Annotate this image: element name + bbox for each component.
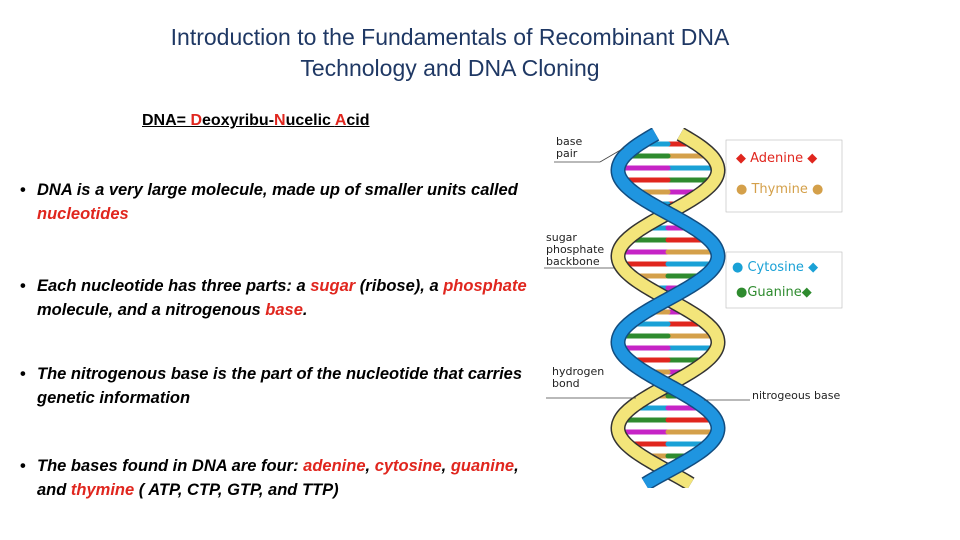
- legend-guanine: ●Guanine◆: [736, 285, 812, 300]
- bullet-four-bases: • The bases found in DNA are four: adeni…: [20, 454, 540, 502]
- label-sugar-phosphate-backbone: sugar phosphate backbone: [546, 231, 605, 268]
- letter-a: A: [334, 112, 347, 129]
- term-base: base: [265, 301, 303, 319]
- dna-double-helix-diagram: base pair sugar phosphate backbone hydro…: [540, 128, 860, 488]
- bullet-three-parts: • Each nucleotide has three parts: a sug…: [20, 274, 540, 322]
- page-title: Introduction to the Fundamentals of Reco…: [100, 22, 800, 84]
- definition-prefix: DNA=: [142, 112, 191, 129]
- bullet-dot: •: [20, 365, 26, 383]
- bullet-dot: •: [20, 181, 26, 199]
- legend-cytosine: ● Cytosine ◆: [732, 260, 819, 275]
- bullet-dot: •: [20, 457, 26, 475]
- term-cytosine: cytosine: [374, 457, 442, 475]
- legend-box-bottom: [725, 251, 843, 309]
- term-guanine: guanine: [450, 457, 515, 475]
- legend-thymine: ● Thymine ●: [736, 182, 824, 197]
- term-phosphate: phosphate: [443, 277, 527, 295]
- letter-d: D: [190, 112, 203, 129]
- helix-strands: [610, 128, 726, 488]
- legend-adenine: ◆ Adenine ◆: [736, 151, 818, 166]
- legend-box-top: [725, 139, 843, 213]
- label-nitrogenous-base: nitrogeous base: [752, 389, 841, 402]
- term-adenine: adenine: [303, 457, 366, 475]
- definition-part-1: eoxyribu-: [202, 112, 275, 129]
- letter-n: N: [274, 112, 286, 129]
- label-hydrogen-bond: hydrogen bond: [552, 365, 605, 390]
- bullet-dot: •: [20, 277, 26, 295]
- definition-part-3: cid: [346, 112, 370, 129]
- bullet-genetic-information: • The nitrogenous base is the part of th…: [20, 362, 540, 410]
- bullet-nucleotides: • DNA is a very large molecule, made up …: [20, 178, 540, 226]
- label-lines: [544, 139, 843, 401]
- term-sugar: sugar: [310, 277, 356, 295]
- label-base-pair: base pair: [556, 135, 583, 160]
- dna-definition: DNA= Deoxyribu-Nucelic Acid: [142, 112, 370, 130]
- sugar-phosphate-strand-2: [611, 128, 725, 488]
- sugar-phosphate-strand-1: [611, 128, 725, 488]
- title-line-2: Technology and DNA Cloning: [300, 55, 600, 81]
- definition-part-2: ucelic: [285, 112, 335, 129]
- term-thymine: thymine: [70, 481, 135, 499]
- term-nucleotides: nucleotides: [37, 205, 129, 223]
- guide-base-pair: [599, 147, 625, 163]
- title-line-1: Introduction to the Fundamentals of Reco…: [170, 24, 730, 50]
